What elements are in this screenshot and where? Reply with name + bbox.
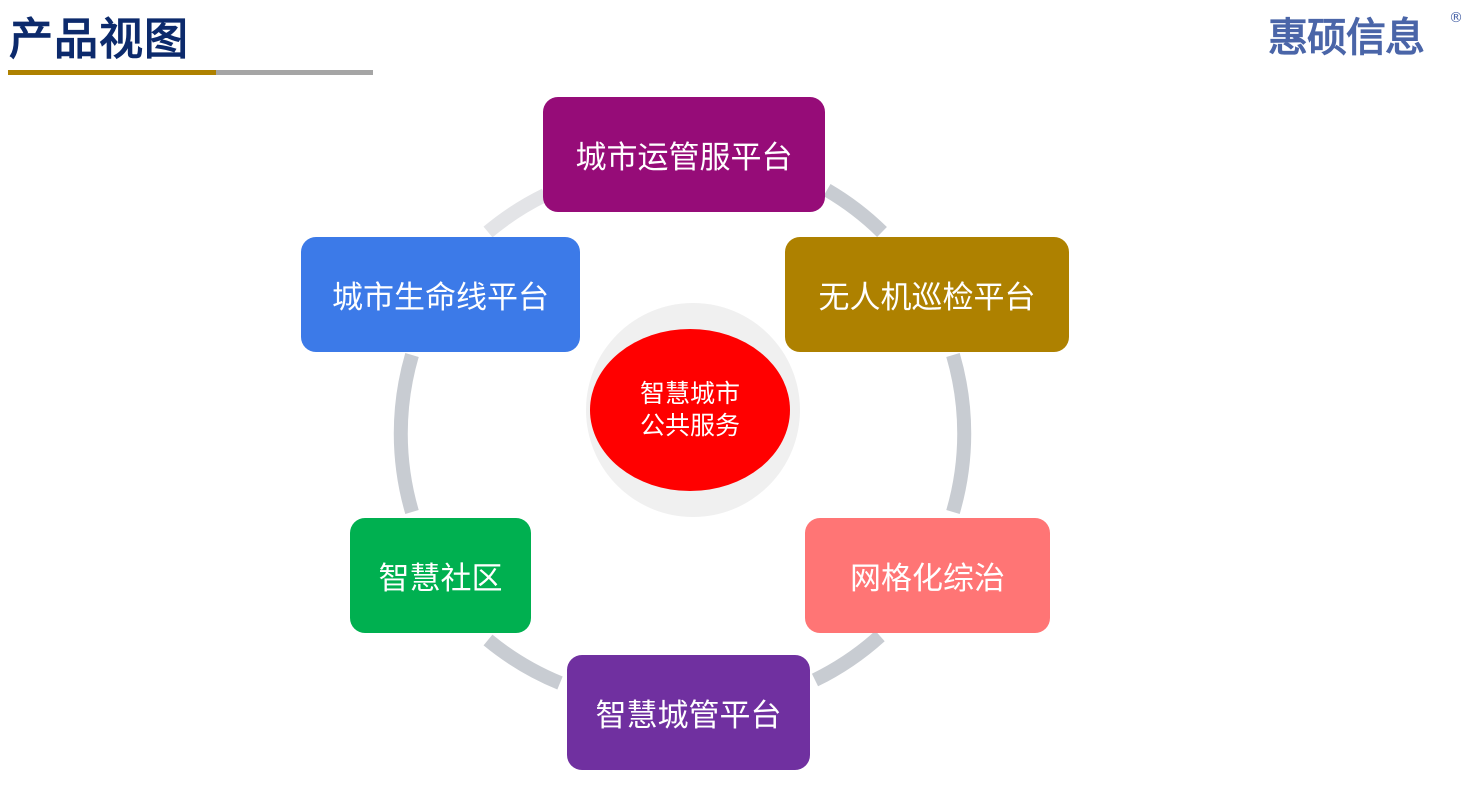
ring-segment-bottom-right xyxy=(811,630,885,687)
node-smart-community[interactable]: 智慧社区 xyxy=(350,518,531,633)
node-grid-governance[interactable]: 网格化综治 xyxy=(805,518,1050,633)
node-drone-inspection[interactable]: 无人机巡检平台 xyxy=(785,237,1069,352)
node-label: 城市运管服平台 xyxy=(575,140,793,176)
node-smart-city-management[interactable]: 智慧城管平台 xyxy=(567,655,810,770)
ring-segment-top-right xyxy=(823,183,887,238)
center-ellipse xyxy=(590,329,790,491)
title-underline xyxy=(216,70,373,75)
ring-segment-left xyxy=(393,353,419,514)
node-city-ops[interactable]: 城市运管服平台 xyxy=(543,97,825,212)
node-city-lifeline[interactable]: 城市生命线平台 xyxy=(301,237,580,352)
node-label: 智慧城管平台 xyxy=(595,698,782,734)
center-line-2: 公共服务 xyxy=(639,411,740,440)
node-label: 网格化综治 xyxy=(850,561,1005,597)
center-label: 智慧城市公共服务 xyxy=(590,330,790,490)
ring-segment-top-left xyxy=(483,188,549,238)
registered-mark: ® xyxy=(1449,10,1463,26)
node-label: 智慧社区 xyxy=(378,561,503,597)
ring-segment-bottom xyxy=(483,634,563,690)
center-line-1: 智慧城市 xyxy=(639,379,740,408)
title-underline-accent xyxy=(8,70,216,75)
node-label: 城市生命线平台 xyxy=(332,280,549,316)
page-title: 产品视图 xyxy=(9,14,189,65)
ring-segment-right xyxy=(946,353,972,514)
node-label: 无人机巡检平台 xyxy=(818,280,1036,316)
company-logo: 惠硕信息 xyxy=(1268,15,1425,61)
